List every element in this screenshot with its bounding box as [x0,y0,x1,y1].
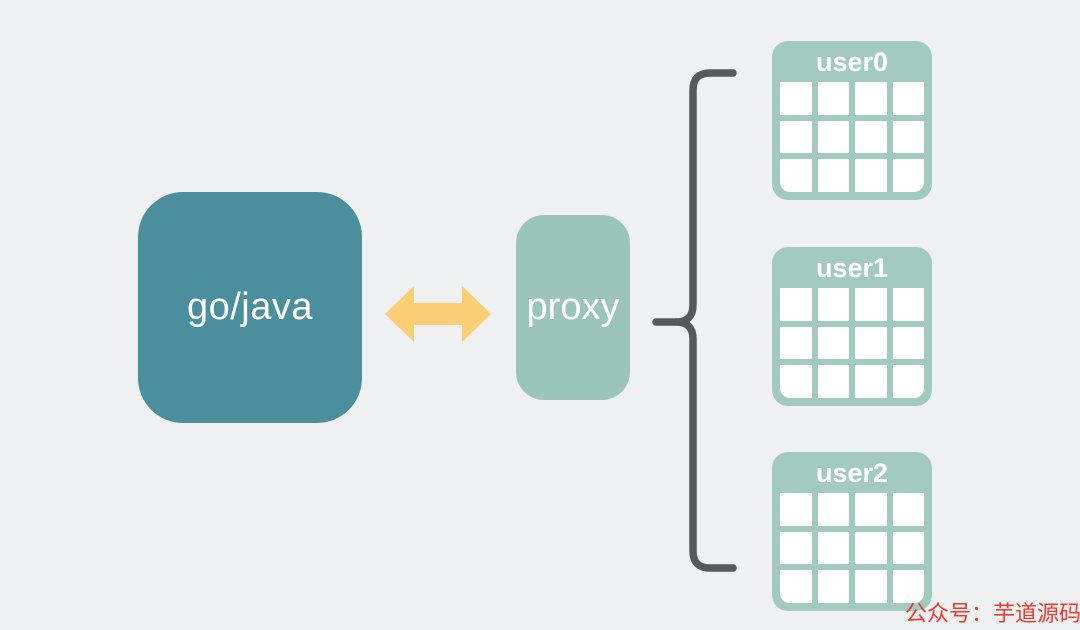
db-table-user1: user1 [772,247,932,406]
proxy-box: proxy [516,215,630,400]
bidirectional-arrow-icon [385,286,491,342]
table-cell [780,326,812,360]
table-cell [780,288,812,321]
client-box: go/java [138,192,362,423]
table-cell [892,570,924,603]
proxy-label: proxy [526,286,620,328]
db-table-user2: user2 [772,452,932,611]
database-table-icon [772,493,932,611]
table-title: user1 [815,253,889,283]
table-title: user2 [815,458,889,488]
table-cell [892,120,924,154]
watermark-text: 公众号：芋道源码 [905,601,1080,626]
db-table-user0: user0 [772,41,932,200]
client-label: go/java [186,286,314,328]
table-cell [855,326,887,360]
table-cell [780,531,812,565]
table-cell [780,570,812,603]
table-cell [855,531,887,565]
table-cell [780,120,812,154]
database-table-icon [772,288,932,406]
table-cell [855,288,887,321]
table-cell [780,493,812,526]
table-cell [892,288,924,321]
table-cell [817,570,849,603]
table-cell [892,82,924,115]
table-cell [892,365,924,398]
table-cell [780,82,812,115]
table-cell [780,365,812,398]
table-cell [817,531,849,565]
table-cell [892,326,924,360]
table-cell [817,365,849,398]
table-cell [855,82,887,115]
table-cell [817,120,849,154]
table-cell [817,288,849,321]
database-table-icon [772,82,932,200]
table-cell [817,326,849,360]
table-cell [817,159,849,192]
table-cell [855,493,887,526]
table-cell [855,570,887,603]
table-cell [855,365,887,398]
table-cell [817,82,849,115]
table-cell [855,159,887,192]
table-cell [892,531,924,565]
table-cell [855,120,887,154]
table-title: user0 [815,47,889,77]
table-cell [780,159,812,192]
table-cell [892,493,924,526]
table-cell [817,493,849,526]
curly-brace-icon [652,69,737,572]
table-cell [892,159,924,192]
